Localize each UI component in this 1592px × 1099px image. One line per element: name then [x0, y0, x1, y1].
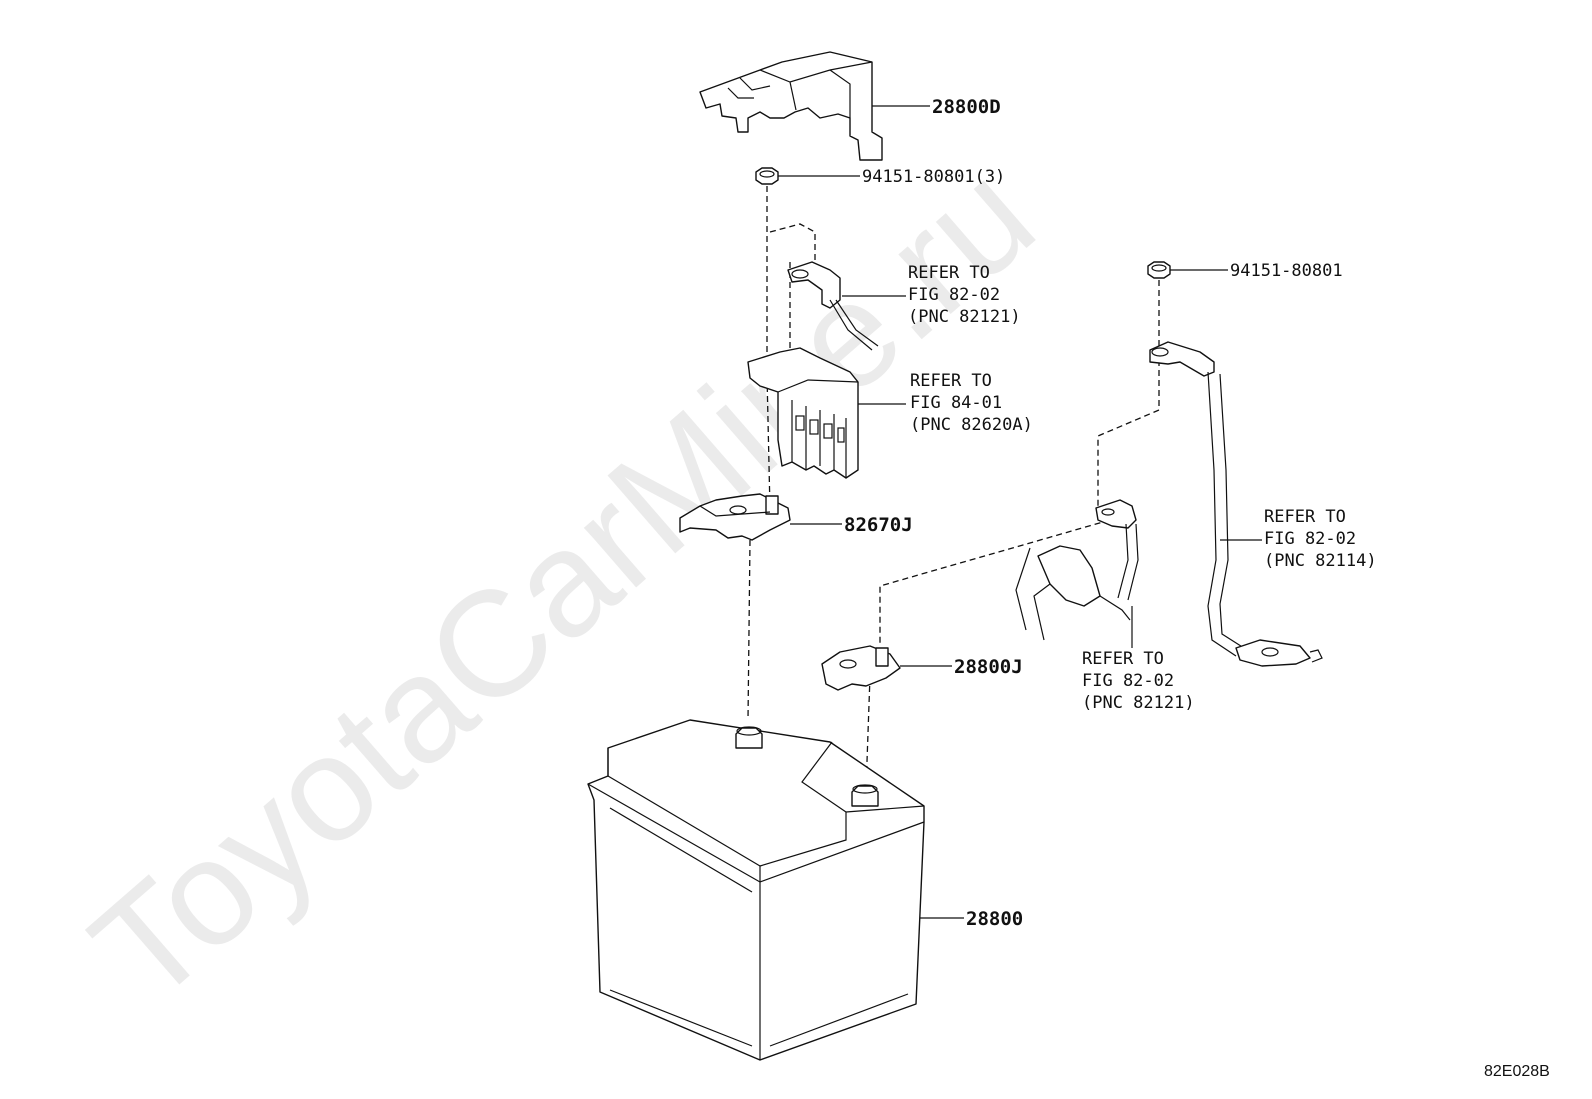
assembly-line-clamp-battery [747, 539, 751, 721]
label-refer-a-1: REFER TO [908, 263, 990, 283]
figure-code: 82E028B [1484, 1063, 1550, 1080]
label-refer-c-3: (PNC 82114) [1264, 551, 1377, 571]
terminal-clamp[interactable] [679, 493, 791, 541]
label-battery: 28800 [966, 908, 1023, 930]
label-refer-c-1: REFER TO [1264, 507, 1346, 527]
nut-top[interactable] [755, 167, 779, 185]
label-clamp: 82670J [844, 514, 913, 536]
fuse-block[interactable] [747, 347, 859, 479]
label-refer-a-2: FIG 82-02 [908, 285, 1000, 305]
battery[interactable] [587, 719, 925, 1061]
label-refer-b-1: REFER TO [910, 371, 992, 391]
label-refer-c-2: FIG 82-02 [1264, 529, 1356, 549]
label-terminal: 28800J [954, 656, 1023, 678]
assembly-line-left-2 [769, 223, 816, 262]
label-refer-d-3: (PNC 82121) [1082, 693, 1195, 713]
label-cover: 28800D [932, 96, 1001, 118]
label-refer-d-1: REFER TO [1082, 649, 1164, 669]
harness-terminal-a[interactable] [787, 261, 879, 351]
harness-lead-d[interactable] [1015, 499, 1139, 641]
ground-cable[interactable] [1149, 341, 1323, 667]
assembly-line-right [1097, 280, 1160, 506]
label-refer-a-3: (PNC 82121) [908, 307, 1021, 327]
label-refer-b-2: FIG 84-01 [910, 393, 1002, 413]
label-refer-d-2: FIG 82-02 [1082, 671, 1174, 691]
label-refer-b-3: (PNC 82620A) [910, 415, 1033, 435]
label-nut-top: 94151-80801(3) [862, 167, 1005, 187]
battery-terminal[interactable] [821, 645, 901, 691]
assembly-line-left [766, 186, 771, 511]
battery-terminal-cover[interactable] [699, 51, 883, 161]
nut-right[interactable] [1147, 261, 1171, 279]
label-nut-right: 94151-80801 [1230, 261, 1343, 281]
